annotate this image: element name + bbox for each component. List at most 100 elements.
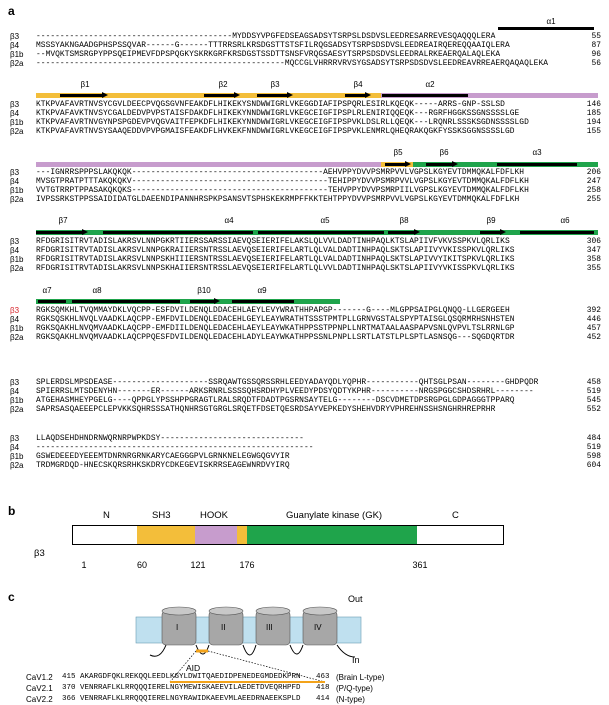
seq-position: 56	[591, 59, 601, 68]
domain-sh3-label: SH3	[152, 510, 171, 521]
cav-seq: VENRRAFLKLRRQQQIERELNGYMEWISKAEEVILAEDET…	[80, 684, 301, 692]
ss-alpha9-label: α9	[257, 286, 267, 295]
alignment-block-1: β3--------------------------------------…	[0, 32, 609, 72]
seq-name: β3	[10, 237, 20, 246]
ss-alpha6-bar	[520, 231, 594, 234]
panel-a-label: a	[8, 4, 15, 18]
ss-beta4-arrow	[345, 92, 371, 98]
seq-text: RGKSQAKHLNVQMVAADKLAQCPPQESFDVILDENQLEDA…	[36, 333, 515, 342]
cav-seq: VENRRAFLKLRRQQQIERELNGYRAWIDKAEEVMLAEEDR…	[80, 695, 301, 703]
seq-name: β2a	[10, 405, 24, 414]
cav-name: CaV2.2	[26, 695, 53, 704]
repeat-III-label: III	[266, 623, 273, 632]
loop-I-II	[195, 644, 210, 655]
seq-position: 146	[586, 100, 601, 109]
ss-alpha6-label: α6	[560, 216, 570, 225]
ss-beta8-arrow	[388, 229, 420, 235]
seq-name: β4	[10, 246, 20, 255]
loop-III-IV	[289, 644, 304, 655]
seq-name: β4	[10, 41, 20, 50]
seq-position: 446	[586, 315, 601, 324]
seq-name: β2a	[10, 127, 24, 136]
gk-domain-segment	[247, 526, 417, 544]
ss-beta7-arrow	[36, 229, 88, 235]
seq-position: 604	[586, 461, 601, 470]
panel-c-label: c	[8, 590, 15, 604]
ss-alpha9-bar	[232, 300, 294, 303]
cav-end: 463	[316, 673, 330, 681]
alignment-block-3: β3---IGNRRSPPPSLAKQKQK------------------…	[0, 168, 609, 208]
seq-text: SPLERDSLMPSDEASE--------------------SSRQ…	[36, 378, 539, 387]
cav-name: CaV1.2	[26, 673, 53, 682]
ss-beta2-label: β2	[218, 80, 228, 89]
loop-II-III	[242, 644, 257, 656]
ss-alpha4-label: α4	[224, 216, 234, 225]
seq-name: β4	[10, 443, 20, 452]
ss-beta1-label: β1	[80, 80, 90, 89]
seq-position: 484	[586, 434, 601, 443]
channel-in-label: In	[352, 655, 360, 665]
panel-b-label: b	[8, 504, 16, 518]
cav-start: 366	[62, 695, 76, 703]
seq-name: β2a	[10, 264, 24, 273]
seq-name: β2a	[10, 59, 24, 68]
hook-yellow-segment	[237, 526, 247, 544]
ss-alpha7-label: α7	[42, 286, 52, 295]
seq-name: β1b	[10, 396, 24, 405]
domain-pos-361: 361	[412, 560, 428, 570]
domain-map-beta3-label: β3	[34, 548, 45, 559]
ss-beta4-label: β4	[353, 80, 363, 89]
hook-domain-segment	[195, 526, 237, 544]
cav-type-note: (N-type)	[336, 695, 365, 704]
ss-alpha4-bar	[103, 231, 253, 234]
ss-beta8-label: β8	[399, 216, 409, 225]
seq-name: β1b	[10, 186, 24, 195]
seq-position: 458	[586, 378, 601, 387]
ss-alpha3-label: α3	[532, 148, 542, 157]
seq-position: 519	[586, 387, 601, 396]
cterm-tail	[336, 644, 356, 658]
seq-name: β3	[10, 32, 20, 41]
seq-text: KTKPVAFAVRTNVSYSAAQEDDVPVPGMAISFEAKDFLHV…	[36, 127, 515, 136]
channel-out-label: Out	[348, 594, 363, 604]
seq-position: 194	[586, 118, 601, 127]
cav-seq: AKARGDFQKLREKQQLEEDLKGYLDWITQAEDIDPENEDE…	[80, 673, 301, 681]
ss-alpha8-label: α8	[92, 286, 102, 295]
ss-alpha1-label: α1	[546, 17, 556, 26]
seq-text: GSWEDEEEDYEEEMTDNRNRGRNKARYCAEGGGPVLGRNK…	[36, 452, 290, 461]
seq-text: KTKPVAFAVRTNVSYCGVLDEECPVQGSGVNFEAKDFLHI…	[36, 100, 505, 109]
ss-beta3-label: β3	[270, 80, 280, 89]
seq-text: ---IGNRRSPPPSLAKQKQK--------------------…	[36, 168, 525, 177]
ss-beta5-label: β5	[393, 148, 403, 157]
seq-position: 185	[586, 109, 601, 118]
seq-text: ATGEHASMHEYPGELG----QPPGLYPSSHPPGRAGTLRA…	[36, 396, 515, 405]
domain-pos-60: 60	[136, 560, 148, 570]
seq-position: 358	[586, 255, 601, 264]
ss-beta10-arrow	[190, 298, 220, 304]
domain-hook-label: HOOK	[200, 510, 228, 521]
ss-beta2-arrow	[204, 92, 240, 98]
seq-position: 258	[586, 186, 601, 195]
domain-n-label: N	[103, 510, 110, 521]
seq-name: β3	[10, 100, 20, 109]
seq-position: 355	[586, 264, 601, 273]
ss-beta9-arrow	[480, 229, 506, 235]
domain-c-label: C	[452, 510, 459, 521]
cav-end: 418	[316, 684, 330, 692]
seq-text: SPIERRSLMTSDENYHN-------ER------ARKSRNRL…	[36, 387, 534, 396]
seq-position: 306	[586, 237, 601, 246]
ss-beta10-label: β10	[197, 286, 211, 295]
ss-beta1-arrow	[60, 92, 108, 98]
ss-alpha3-bar	[497, 163, 577, 166]
ss-alpha7-bar	[38, 300, 66, 303]
seq-name: β4	[10, 177, 20, 186]
ss-alpha2-bar	[382, 94, 468, 97]
seq-position: 96	[591, 50, 601, 59]
cav-type-note: (Brain L-type)	[336, 673, 385, 682]
seq-name: β2a	[10, 195, 24, 204]
ss-alpha2-label: α2	[425, 80, 435, 89]
